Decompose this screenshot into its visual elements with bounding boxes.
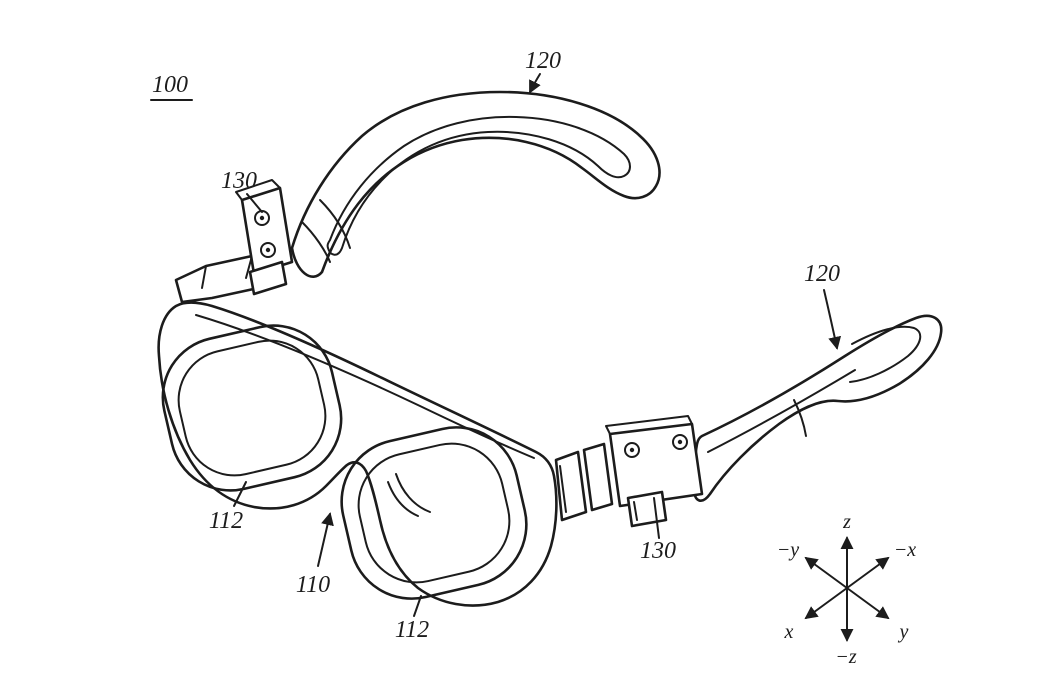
hinge-right-screw-2-dot — [677, 439, 683, 445]
hinge-right — [605, 415, 704, 528]
hinge-right-screw-1-dot — [629, 447, 635, 453]
temple-right-outline — [692, 314, 943, 502]
glasses-frame — [157, 254, 614, 607]
temple-right-inner-line — [707, 369, 856, 453]
nose-pad-line-1 — [395, 473, 431, 513]
frame-endcap-right-line — [559, 465, 567, 513]
label-frame-110: 110 — [296, 572, 330, 598]
label-lens-left-112: 112 — [209, 508, 243, 534]
lens-left-inner-rim — [177, 339, 327, 477]
axis-label-x-pos: x — [784, 621, 794, 643]
leader-lens-left — [233, 481, 247, 507]
label-hinge-left-130: 130 — [221, 168, 257, 194]
temple-top-joint-line-1 — [319, 199, 351, 249]
axis-label-y-neg: −y — [777, 539, 799, 561]
hinge-left-lower-tab — [248, 260, 288, 296]
lens-right-outer-rim — [340, 426, 528, 600]
temple-right-joint-line — [793, 399, 807, 437]
temple-arm-right — [692, 314, 943, 502]
axis-label-z-pos: z — [842, 511, 851, 533]
nose-pad-line-2 — [387, 481, 419, 517]
temple-arm-top — [290, 90, 661, 278]
leader-arrow-temple-top — [529, 73, 541, 94]
label-temple-top-120: 120 — [525, 48, 561, 74]
frame-brow-inner-line — [195, 314, 535, 459]
nose-bridge-detail — [387, 473, 431, 517]
axis-ray-y-pos — [846, 587, 890, 620]
frame-outline — [157, 301, 558, 607]
leader-hinge-right — [653, 497, 660, 539]
axis-ray-y-neg — [804, 556, 848, 589]
temple-top-joint-line-2 — [301, 221, 331, 263]
leader-hinge-left — [246, 193, 263, 213]
temple-top-groove — [326, 115, 631, 256]
label-assembly-100: 100 — [152, 72, 188, 98]
hinge-left-top-face — [235, 179, 281, 201]
hinge-right-latch-line — [633, 501, 638, 521]
leader-arrow-temple-right — [823, 289, 842, 350]
leader-arrow-frame — [317, 512, 334, 567]
lens-right — [340, 426, 528, 600]
temple-top-outline — [290, 90, 661, 278]
hinge-right-lower-latch — [626, 490, 668, 528]
label-lens-right-112: 112 — [395, 617, 429, 643]
frame-clasp-right — [582, 442, 614, 512]
axis-indicator: z −z −y −x x y — [777, 511, 916, 668]
lens-right-inner-rim — [357, 442, 511, 584]
lens-left — [161, 324, 343, 492]
reference-labels: 100 120 130 120 130 110 112 112 — [150, 48, 842, 643]
hinge-left-body — [240, 186, 294, 276]
frame-endpiece-line-2 — [201, 265, 207, 289]
leader-lens-right — [413, 595, 422, 617]
label-hinge-right-130: 130 — [640, 538, 676, 564]
axis-label-z-neg: −z — [835, 646, 856, 668]
axis-label-x-neg: −x — [894, 539, 916, 561]
hinge-right-top-face — [605, 415, 693, 435]
axis-label-y-pos: y — [898, 621, 909, 643]
lens-left-outer-rim — [161, 324, 343, 492]
hinge-left-screw-2-dot — [265, 247, 271, 253]
hinge-left-screw-1-dot — [259, 215, 265, 221]
temple-right-paddle-inner — [849, 325, 922, 383]
axis-ray-x-neg — [846, 556, 890, 589]
label-temple-right-120: 120 — [804, 261, 840, 287]
frame-endcap-right — [554, 450, 588, 522]
axis-ray-x-pos — [804, 587, 848, 620]
